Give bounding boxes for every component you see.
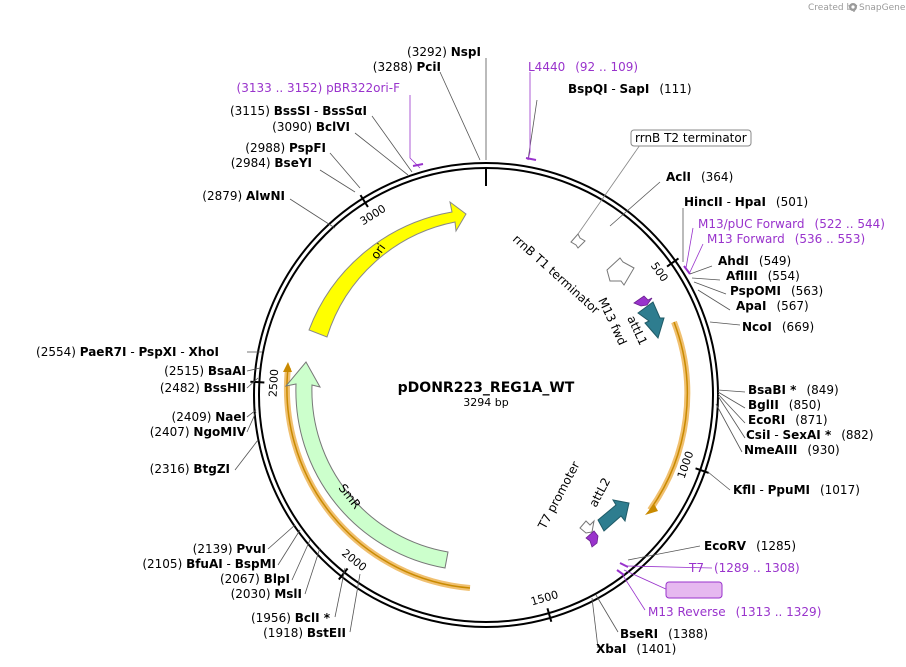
enzyme-label: PspOMI(563): [730, 284, 823, 298]
enzyme-label: BglII(850): [748, 398, 821, 412]
enzyme-label: AhdI(549): [718, 254, 791, 268]
m13-fwd-label: M13 fwd: [595, 295, 629, 347]
t7-promoter-label: T7 promoter: [535, 459, 583, 532]
tick-mark: [666, 257, 680, 268]
enzyme-label: BsaBI *(849): [748, 383, 839, 397]
orange-arc-right-arrow: [645, 504, 658, 515]
credit-brand: SnapGene: [859, 3, 906, 13]
enzyme-label: ApaI(567): [736, 299, 809, 313]
backbone-outer-ring: [253, 162, 719, 628]
primer-label: M13/pUC Forward(522 .. 544): [698, 217, 885, 231]
plasmid-length: 3294 bp: [463, 396, 508, 409]
snapgene-logo-icon: [849, 3, 857, 11]
rrnb-t1-feature[interactable]: [606, 257, 635, 286]
enzyme-label: (2515) BsaAI: [164, 364, 246, 378]
primer-label: T7(1289 .. 1308): [688, 561, 800, 575]
primer-labels: L4440(92 .. 109) (3133 .. 3152) pBR322ori…: [237, 60, 885, 619]
enzyme-label: (2409) NaeI: [172, 410, 246, 424]
enzyme-labels-right: BspQI - SapI(111) AclI(364) HincII - HpaI(…: [568, 82, 874, 656]
enzyme-label: XbaI(1401): [596, 642, 676, 656]
enzyme-labels-left: (3292) NspI(3288) PciI (3115) BssSI - Bss…: [36, 45, 481, 640]
enzyme-label: (2482) BssHII: [160, 381, 246, 395]
enzyme-label: EcoRI(871): [748, 413, 828, 427]
enzyme-label: (3090) BclVI: [272, 120, 350, 134]
rrnb-t2-leader: [577, 144, 641, 235]
enzyme-label: (2067) BlpI: [220, 572, 290, 586]
orange-arc-left: [286, 367, 471, 589]
tick-label: 2500: [267, 369, 282, 398]
enzyme-label: NmeAIII(930): [744, 443, 840, 457]
rrnb-t2-label: rrnB T2 terminator: [635, 131, 747, 145]
orange-arc-right-outline: [647, 320, 691, 512]
primer-label: M13 Reverse(1313 .. 1329): [648, 605, 821, 619]
tick-label: 1500: [529, 588, 560, 608]
enzyme-label: BseRI(1388): [620, 627, 708, 641]
rrnb-t2-feature[interactable]: [570, 233, 586, 249]
enzyme-label: AflIII(554): [726, 269, 800, 283]
enzyme-label: EcoRV(1285): [704, 539, 796, 553]
m13-rev-callout-box: [665, 581, 723, 599]
orange-arc-left-arrow: [283, 362, 292, 372]
tick-mark: [359, 194, 369, 208]
enzyme-label: KflI - PpuMI(1017): [733, 483, 860, 497]
enzyme-label: (2879) AlwNI: [202, 189, 285, 203]
tick-mark: [250, 380, 265, 384]
tick-mark: [695, 467, 710, 474]
enzyme-label: (3292) NspI: [407, 45, 481, 59]
enzyme-label: NcoI(669): [742, 320, 814, 334]
leader-lines: [234, 58, 746, 649]
tick-mark: [546, 608, 553, 623]
enzyme-label: (2554) PaeR7I - PspXI - XhoI: [36, 345, 219, 359]
orange-arc-right: [649, 321, 689, 511]
primer-label: (3133 .. 3152) pBR322ori-F: [237, 81, 401, 95]
enzyme-label: (2407) NgoMIV: [150, 425, 247, 439]
primer-label: M13 Forward(536 .. 553): [707, 232, 865, 246]
attl1-feature[interactable]: [637, 301, 665, 340]
enzyme-label: (3115) BssSI - BssSαI: [230, 104, 367, 118]
enzyme-label: (2139) PvuI: [193, 542, 266, 556]
attl2-label: attL2: [586, 475, 613, 509]
enzyme-label: (1918) BstEII: [263, 626, 346, 640]
tick-mark: [338, 567, 349, 581]
tick-label: 500: [648, 260, 671, 285]
primer-markers: [412, 157, 691, 576]
plasmid-name: pDONR223_REG1A_WT: [398, 380, 575, 396]
rrnb-t1-label: rrnB T1 terminator: [510, 232, 602, 317]
rrnb-t2-callout-box: [630, 129, 752, 147]
enzyme-label: BspQI - SapI(111): [568, 82, 692, 96]
enzyme-label: (2316) BtgZI: [150, 462, 230, 476]
m13-rev-feature[interactable]: [585, 530, 599, 548]
enzyme-label: (2030) MslI: [231, 587, 302, 601]
t7-promoter-feature[interactable]: [579, 519, 595, 534]
enzyme-label: AclI(364): [666, 170, 733, 184]
ori-feature[interactable]: [308, 200, 467, 338]
primer-label: L4440(92 .. 109): [528, 60, 638, 74]
enzyme-label: CsiI - SexAI *(882): [746, 428, 874, 442]
enzyme-label: (1956) BclI *: [251, 611, 331, 625]
attl2-feature[interactable]: [597, 499, 630, 532]
m13-fwd-feature[interactable]: [633, 295, 653, 307]
enzyme-label: HincII - HpaI(501): [684, 195, 808, 209]
enzyme-label: (3288) PciI: [373, 60, 441, 74]
credit-prefix: Created by: [808, 3, 858, 13]
tick-label: 3000: [358, 202, 389, 228]
enzyme-label: (2984) BseYI: [231, 156, 312, 170]
enzyme-label: (2105) BfuAI - BspMI: [142, 557, 276, 571]
smr-feature[interactable]: [284, 361, 449, 569]
enzyme-label: (2988) PspFI: [245, 141, 326, 155]
